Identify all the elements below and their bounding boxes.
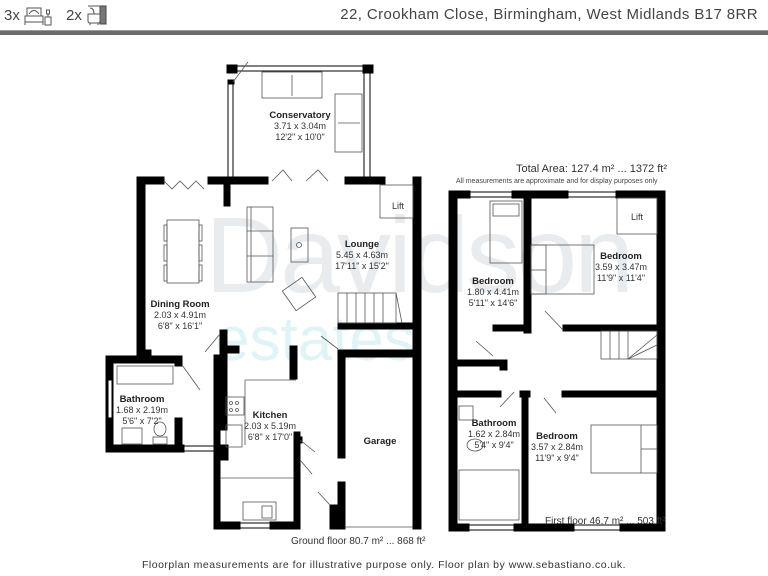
lift-label-ground: Lift [392, 201, 405, 211]
bedroom-count: 3x [4, 7, 20, 24]
room-label-bathroom-first: Bathroom 1.62 x 2.84m 5'4" x 9'4" [467, 418, 521, 450]
room-label-bathroom-ground: Bathroom 1.68 x 2.19m 5'6" x 7'2" [115, 394, 169, 426]
bathroom-count: 2x [66, 7, 82, 24]
room-label-dining-room: Dining Room 2.03 x 4.91m 6'8" x 16'1" [150, 299, 210, 331]
measurement-disclaimer: All measurements are approximate and for… [456, 178, 658, 185]
header: 3x 2x 22, Crookham Close, Birmingham, We… [0, 0, 768, 33]
footer-note: Floorplan measurements are for illustrat… [141, 559, 626, 571]
room-label-bedroom-1: Bedroom 1.80 x 4.41m 5'11" x 14'6" [466, 276, 520, 308]
total-area: Total Area: 127.4 m² ... 1372 ft² [516, 163, 668, 175]
room-label-garage: Garage [363, 436, 397, 447]
lift-label-first: Lift [631, 212, 644, 222]
svg-text:estates: estates [215, 305, 415, 374]
property-address: 22, Crookham Close, Birmingham, West Mid… [340, 6, 758, 23]
floorplan-drawing: Davidson estates [105, 61, 666, 532]
bed-icon [24, 7, 52, 26]
room-label-bedroom-3: Bedroom 3.57 x 2.84m 11'9" x 9'4" [530, 431, 584, 463]
first-floor-area: First floor 46.7 m² ... 503 ft² [545, 516, 666, 527]
room-label-bedroom-2: Bedroom 3.59 x 3.47m 11'9" x 11'4" [594, 251, 648, 283]
ground-floor-area: Ground floor 80.7 m² ... 868 ft² [291, 536, 426, 547]
room-label-conservatory: Conservatory 3.71 x 3.04m 12'2" x 10'0" [269, 110, 331, 142]
room-label-kitchen: Kitchen 2.03 x 5.19m 6'8" x 17'0" [243, 410, 297, 442]
bath-icon [87, 5, 107, 25]
room-label-lounge: Lounge 5.45 x 4.63m 17'11" x 15'2" [335, 239, 389, 271]
header-divider [0, 30, 768, 35]
